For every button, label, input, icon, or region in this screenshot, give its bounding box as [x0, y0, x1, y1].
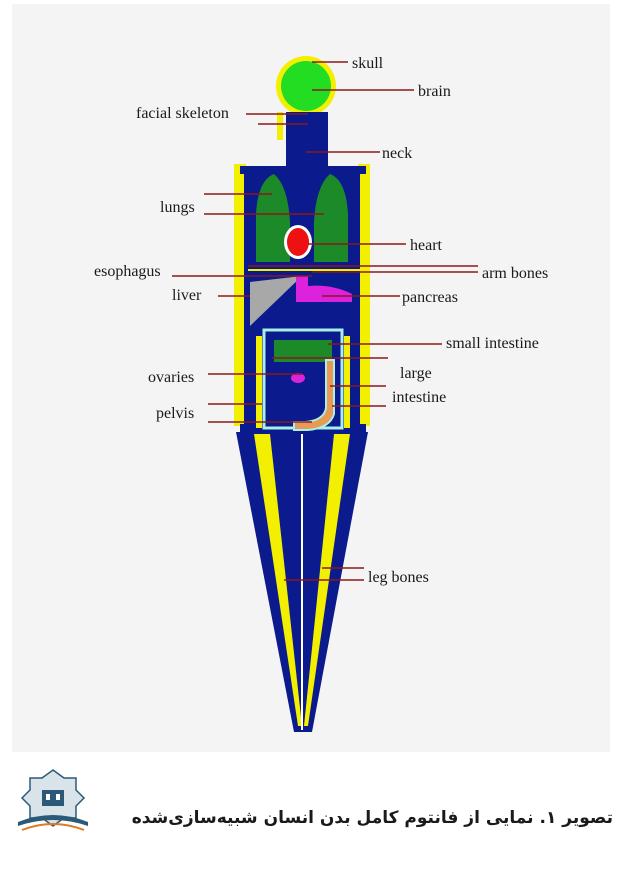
brain-shape: [281, 61, 331, 111]
small-intestine-shape: [274, 340, 332, 362]
label-lungs: lungs: [160, 199, 195, 216]
neck-shape: [286, 112, 328, 170]
liver-shape: [250, 276, 302, 326]
pelvis-right: [344, 336, 350, 428]
label-leg-bones: leg bones: [368, 569, 429, 586]
heart-shape: [287, 228, 309, 256]
label-pancreas: pancreas: [402, 289, 458, 306]
phantom-diagram: skull brain facial skeleton neck lungs h…: [94, 55, 548, 732]
left-lung-shape: [256, 174, 290, 262]
left-arm-strip: [236, 174, 244, 424]
label-neck: neck: [382, 145, 412, 162]
label-intestine: intestine: [392, 389, 446, 406]
left-leg-bone: [254, 434, 302, 726]
label-small-intestine: small intestine: [446, 335, 539, 352]
university-logo: [12, 768, 94, 834]
label-pelvis: pelvis: [156, 405, 194, 422]
label-skull: skull: [352, 55, 384, 72]
lung-divider: [252, 262, 352, 266]
right-lung-shape: [314, 174, 348, 262]
label-brain: brain: [418, 83, 451, 100]
ovaries-shape: [291, 373, 305, 383]
leader-lines: [172, 61, 478, 581]
phantom-figure: skull brain facial skeleton neck lungs h…: [12, 4, 610, 752]
pelvis-left: [256, 336, 262, 428]
label-large: large: [400, 365, 432, 382]
right-arm-strip: [360, 174, 368, 424]
label-esophagus: esophagus: [94, 263, 161, 280]
large-intestine-shape: [293, 359, 335, 431]
label-facial-skeleton: facial skeleton: [136, 105, 229, 122]
label-ovaries: ovaries: [148, 369, 194, 386]
label-liver: liver: [172, 287, 202, 304]
logo-icon: [18, 769, 88, 831]
label-heart: heart: [410, 237, 443, 254]
facial-skeleton-shape: [277, 112, 283, 140]
figure-caption: تصویر ۱. نمایی از فانتوم کامل بدن انسان …: [131, 808, 613, 828]
label-arm-bones: arm bones: [482, 265, 548, 282]
